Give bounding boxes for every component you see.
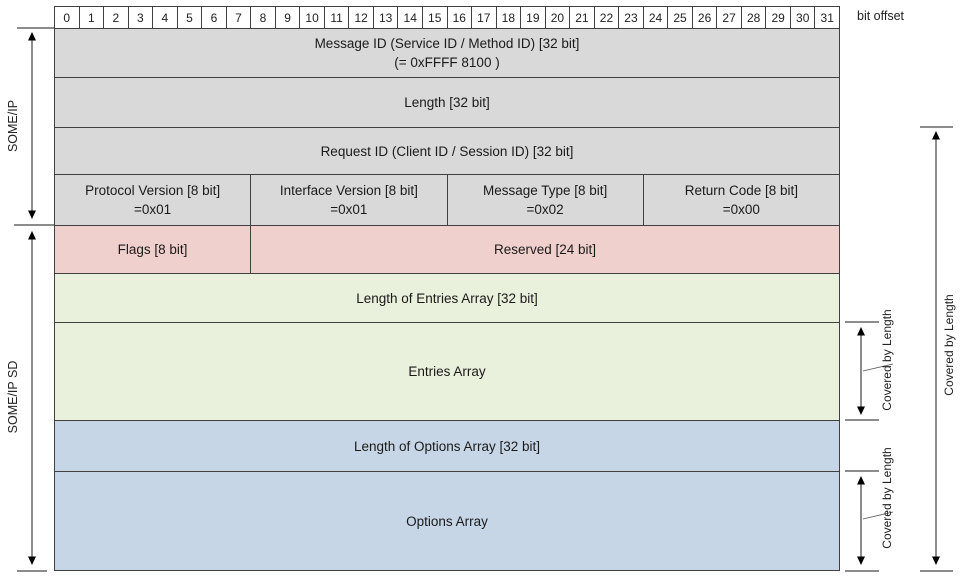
bit-offset-cell: 21 [570, 7, 595, 28]
bit-offset-cell: 27 [717, 7, 742, 28]
field-label: Message ID (Service ID / Method ID) [32 … [314, 36, 580, 51]
row-entries-array: Entries Array [55, 323, 839, 421]
bit-offset-cell: 28 [742, 7, 767, 28]
bit-offset-cell: 13 [374, 7, 399, 28]
cell-interface-version: Interface Version [8 bit] =0x01 [251, 175, 448, 225]
someip-section-label: SOME/IP [6, 99, 20, 153]
field-value: =0x01 [330, 202, 368, 217]
bit-offset-cell: 18 [497, 7, 522, 28]
bit-offset-cell: 24 [644, 7, 669, 28]
cell-return-code: Return Code [8 bit] =0x00 [644, 175, 839, 225]
bit-offset-cell: 23 [619, 7, 644, 28]
bit-offset-label: bit offset [857, 9, 905, 23]
covered-by-length-label-main: Covered by Length [942, 294, 956, 396]
bit-offset-cell: 31 [820, 10, 834, 25]
bit-offset-cell: 1 [80, 7, 105, 28]
field-value: =0x01 [134, 202, 172, 217]
field-label: Return Code [8 bit] [684, 183, 799, 198]
cell-flags: Flags [8 bit] [55, 226, 251, 273]
cell-reserved: Reserved [24 bit] [251, 226, 839, 273]
field-label: Request ID (Client ID / Session ID) [32 … [320, 143, 574, 159]
field-label: Options Array [406, 513, 488, 529]
bit-offset-cell: 22 [595, 7, 620, 28]
covered-by-length-label-entries: Covered by Length [880, 309, 894, 411]
bit-offset-cell: 9 [276, 7, 301, 28]
field-label: Entries Array [408, 364, 486, 379]
field-value: =0x00 [722, 202, 760, 217]
bit-offset-cell: 29 [766, 7, 791, 28]
bit-offset-cell: 26 [693, 7, 718, 28]
bit-offset-cell: 25 [668, 7, 693, 28]
row-entries-length: Length of Entries Array [32 bit] [55, 274, 839, 323]
field-value: (= 0xFFFF 8100 ) [394, 55, 500, 70]
row-length: Length [32 bit] [55, 78, 839, 128]
bit-offset-cell: 30 [791, 7, 816, 28]
bit-offset-cell: 6 [202, 7, 227, 28]
field-label: Protocol Version [8 bit] [85, 183, 221, 198]
bit-offset-cell: 4 [153, 7, 178, 28]
field-label: Flags [8 bit] [117, 242, 188, 257]
bit-offset-cell: 7 [227, 7, 252, 28]
bit-offset-cell: 17 [472, 7, 497, 28]
field-label: Length of Options Array [32 bit] [353, 438, 541, 454]
row-request-id: Request ID (Client ID / Session ID) [32 … [55, 128, 839, 175]
bit-offset-cell: 0 [55, 7, 80, 28]
field-label: Length of Entries Array [32 bit] [356, 290, 538, 306]
cell-protocol-version: Protocol Version [8 bit] =0x01 [55, 175, 252, 225]
someip-sd-span-arrow [17, 231, 47, 572]
bit-offset-cell: 5 [178, 7, 203, 28]
bit-offset-cell: 11 [325, 7, 350, 28]
someip-span-arrow [14, 27, 54, 226]
field-label: Reserved [24 bit] [493, 242, 597, 257]
bit-offset-cell: 3 [129, 7, 154, 28]
row-version-type-code: Protocol Version [8 bit] =0x01 Interface… [55, 175, 839, 226]
bit-offset-cell: 15 [423, 7, 448, 28]
bit-offset-cell: 10 [300, 7, 325, 28]
field-value: =0x02 [526, 202, 564, 217]
bit-offset-cell: 8 [251, 7, 276, 28]
bit-offset-cell: 12 [349, 7, 374, 28]
field-label: Interface Version [8 bit] [279, 183, 418, 198]
field-label: Length [32 bit] [404, 95, 490, 110]
row-options-length: Length of Options Array [32 bit] [55, 421, 839, 472]
bit-offset-cell: 19 [521, 7, 546, 28]
row-message-id: Message ID (Service ID / Method ID) [32 … [55, 29, 839, 78]
field-label: Message Type [8 bit] [482, 183, 608, 198]
bit-offset-cell: 2 [104, 7, 129, 28]
row-flags-reserved: Flags [8 bit] Reserved [24 bit] [55, 226, 839, 274]
bit-offset-cell: 16 [448, 7, 473, 28]
row-options-array: Options Array [55, 472, 839, 570]
someip-sd-section-label: SOME/IP SD [6, 360, 20, 434]
covered-by-length-label-options: Covered by Length [880, 447, 894, 549]
bit-offset-cell: 14 [398, 7, 423, 28]
bit-offset-cell: 20 [546, 7, 571, 28]
cell-message-type: Message Type [8 bit] =0x02 [448, 175, 644, 225]
